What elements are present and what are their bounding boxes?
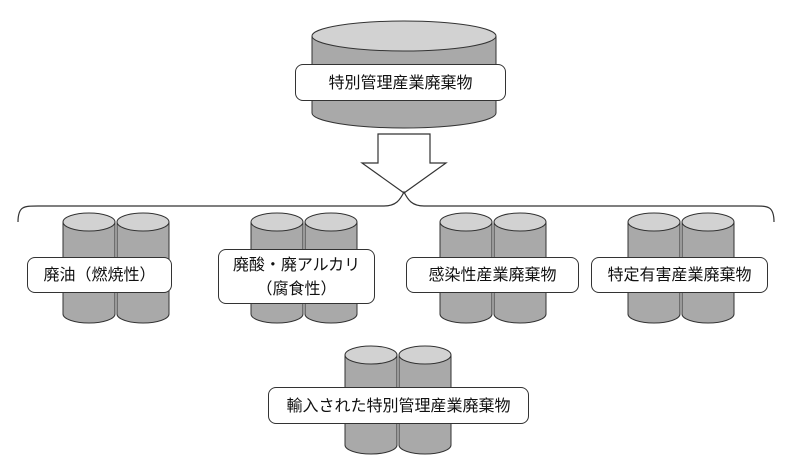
bottom-label-box: 輸入された特別管理産業廃棄物 — [268, 387, 529, 424]
category-label-3: 感染性産業廃棄物 — [428, 265, 557, 285]
category-label-2-line-2: （腐食性） — [256, 278, 337, 298]
top-label-box: 特別管理産業廃棄物 — [295, 64, 506, 101]
category-label-box-3: 感染性産業廃棄物 — [406, 257, 579, 293]
category-label-box-2: 廃酸・廃アルカリ （腐食性） — [218, 249, 375, 304]
bottom-label: 輸入された特別管理産業廃棄物 — [286, 395, 511, 415]
grouping-brace — [17, 190, 775, 223]
category-label-4: 特定有害産業廃棄物 — [607, 265, 752, 285]
category-label-1: 廃油（燃焼性） — [43, 265, 156, 285]
top-label: 特別管理産業廃棄物 — [328, 72, 473, 92]
category-label-box-4: 特定有害産業廃棄物 — [591, 257, 768, 293]
category-label-box-1: 廃油（燃焼性） — [27, 257, 172, 293]
category-label-2-line-1: 廃酸・廃アルカリ — [232, 255, 361, 275]
down-arrow-icon — [360, 133, 448, 194]
